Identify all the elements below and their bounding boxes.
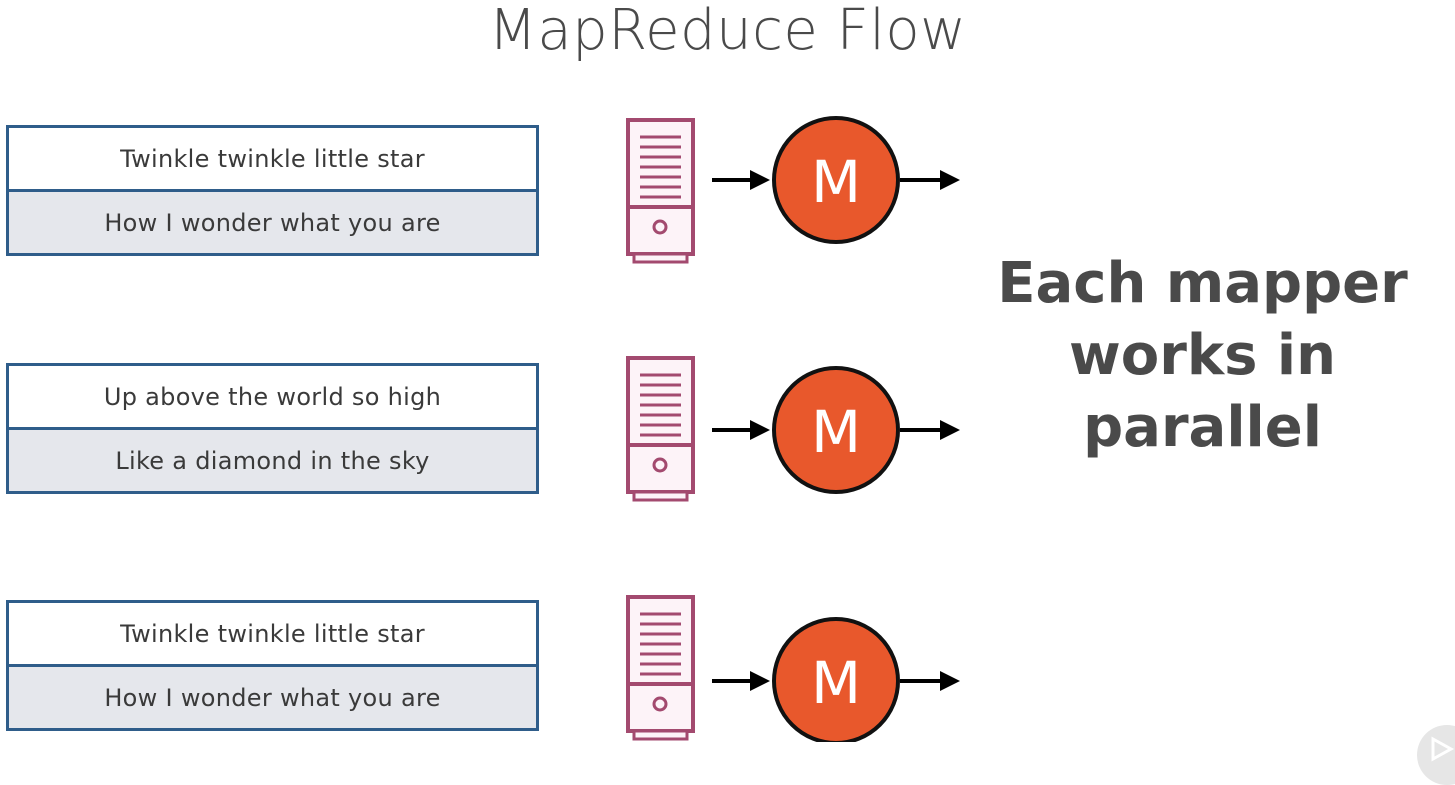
input-split-1: Twinkle twinkle little star How I wonder… xyxy=(6,125,539,256)
caption-line-2: works in parallel xyxy=(1069,323,1336,460)
mapper-row-1: M xyxy=(626,116,960,264)
server-icon xyxy=(626,595,695,741)
split-line: How I wonder what you are xyxy=(9,667,536,728)
split-line: Twinkle twinkle little star xyxy=(9,603,536,667)
mapper-row-3: M xyxy=(626,595,960,742)
arrow-icon xyxy=(712,671,770,691)
caption: Each mapper works in parallel xyxy=(950,248,1455,464)
input-split-3: Twinkle twinkle little star How I wonder… xyxy=(6,600,539,731)
mapper-node-icon: M xyxy=(772,116,900,244)
arrow-icon xyxy=(900,671,960,691)
slide-title: MapReduce Flow xyxy=(488,0,967,63)
server-icon xyxy=(626,356,695,502)
arrow-icon xyxy=(712,170,770,190)
split-line: Up above the world so high xyxy=(9,366,536,430)
play-icon xyxy=(1431,736,1455,762)
mapper-node-icon: M xyxy=(772,617,900,742)
arrow-icon xyxy=(712,420,770,440)
mapper-node-icon: M xyxy=(772,366,900,494)
arrow-icon xyxy=(900,170,960,190)
mapper-label: M xyxy=(811,649,861,717)
server-icon xyxy=(626,118,695,264)
arrow-icon xyxy=(900,420,960,440)
mapper-row-2: M xyxy=(626,356,960,502)
mapper-label: M xyxy=(811,148,861,216)
caption-line-1: Each mapper xyxy=(997,251,1408,316)
split-line: Twinkle twinkle little star xyxy=(9,128,536,192)
split-line: How I wonder what you are xyxy=(9,192,536,253)
mapper-label: M xyxy=(811,398,861,466)
input-split-2: Up above the world so high Like a diamon… xyxy=(6,363,539,494)
split-line: Like a diamond in the sky xyxy=(9,430,536,491)
play-button[interactable] xyxy=(1417,725,1455,785)
